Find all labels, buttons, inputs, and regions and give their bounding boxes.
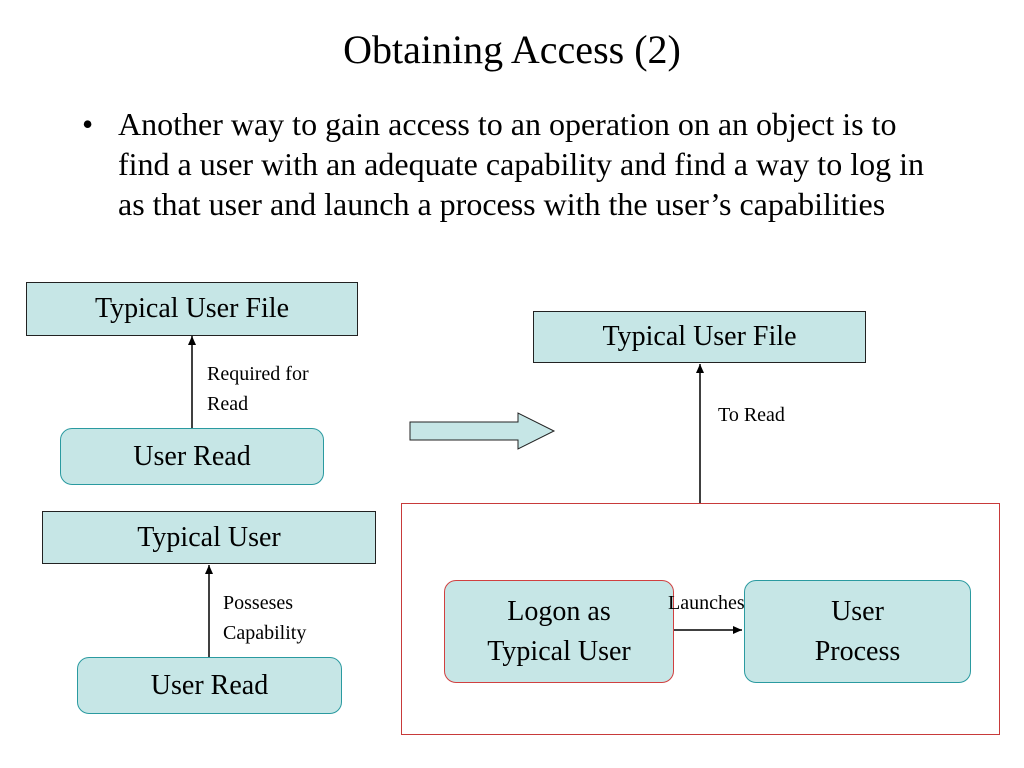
logon-box: Logon as Typical User — [444, 580, 674, 683]
right-file-box: Typical User File — [533, 311, 866, 363]
logon-line1: Logon as — [507, 595, 611, 627]
slide-title: Obtaining Access (2) — [343, 27, 681, 72]
logon-line2: Typical User — [487, 635, 631, 667]
launches-label: Launches — [668, 592, 745, 614]
process-line1: User — [831, 595, 884, 627]
block-arrow — [409, 412, 556, 450]
required-label-line2: Read — [207, 393, 249, 415]
bullet-marker: • — [82, 106, 94, 142]
to-read-label: To Read — [718, 404, 785, 426]
bullet-text: Another way to gain access to an operati… — [118, 106, 924, 222]
process-line2: Process — [814, 635, 901, 667]
logon-frame — [401, 503, 1000, 735]
user-process-box: User Process — [744, 580, 971, 683]
possesses-label-line1: Posseses — [223, 592, 294, 614]
required-label-line1: Required for — [207, 363, 309, 385]
user-read-bottom-box: User Read — [77, 657, 342, 714]
typical-user-box: Typical User — [42, 511, 376, 564]
possesses-label-line2: Capability — [223, 622, 307, 644]
user-read-top-box: User Read — [60, 428, 324, 485]
left-file-box: Typical User File — [26, 282, 358, 336]
